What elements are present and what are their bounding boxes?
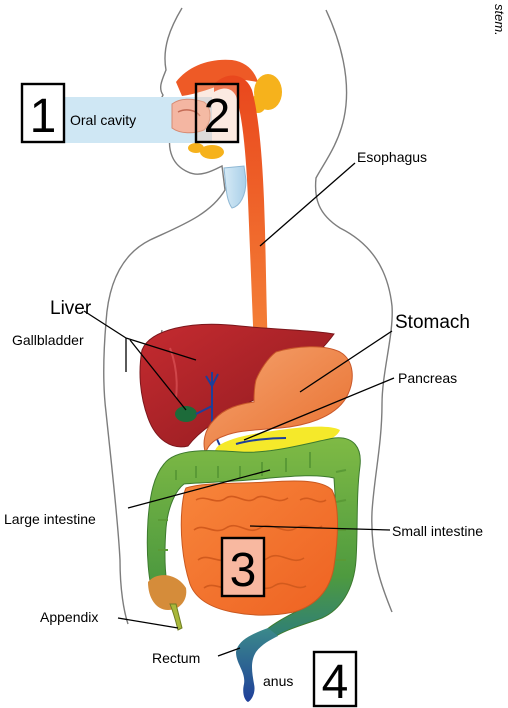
label-small-intestine: Small intestine [392,523,483,539]
label-stomach: Stomach [395,312,470,333]
marker-3-text: 3 [230,544,257,597]
edge-caption-text: stem. [492,4,507,36]
label-oral-cavity: Oral cavity [70,112,136,128]
gallbladder [175,406,197,422]
marker-2-text: 2 [204,90,231,143]
marker-1: 1 [22,84,64,143]
marker-1-text: 1 [30,90,57,143]
appendix [170,604,182,630]
label-esophagus: Esophagus [357,149,427,165]
label-large-intestine: Large intestine [4,511,96,527]
cecum [148,575,186,610]
label-liver: Liver [50,298,92,319]
label-anus: anus [263,673,293,689]
marker-4-text: 4 [322,656,349,708]
label-gallbladder: Gallbladder [12,332,84,348]
rectum [236,628,278,702]
label-pancreas: Pancreas [398,370,457,386]
label-appendix: Appendix [40,609,98,625]
marker-4: 4 [314,652,356,708]
label-rectum: Rectum [152,650,200,666]
marker-3: 3 [222,538,264,597]
trachea [224,166,246,208]
marker-2: 2 [196,84,238,143]
